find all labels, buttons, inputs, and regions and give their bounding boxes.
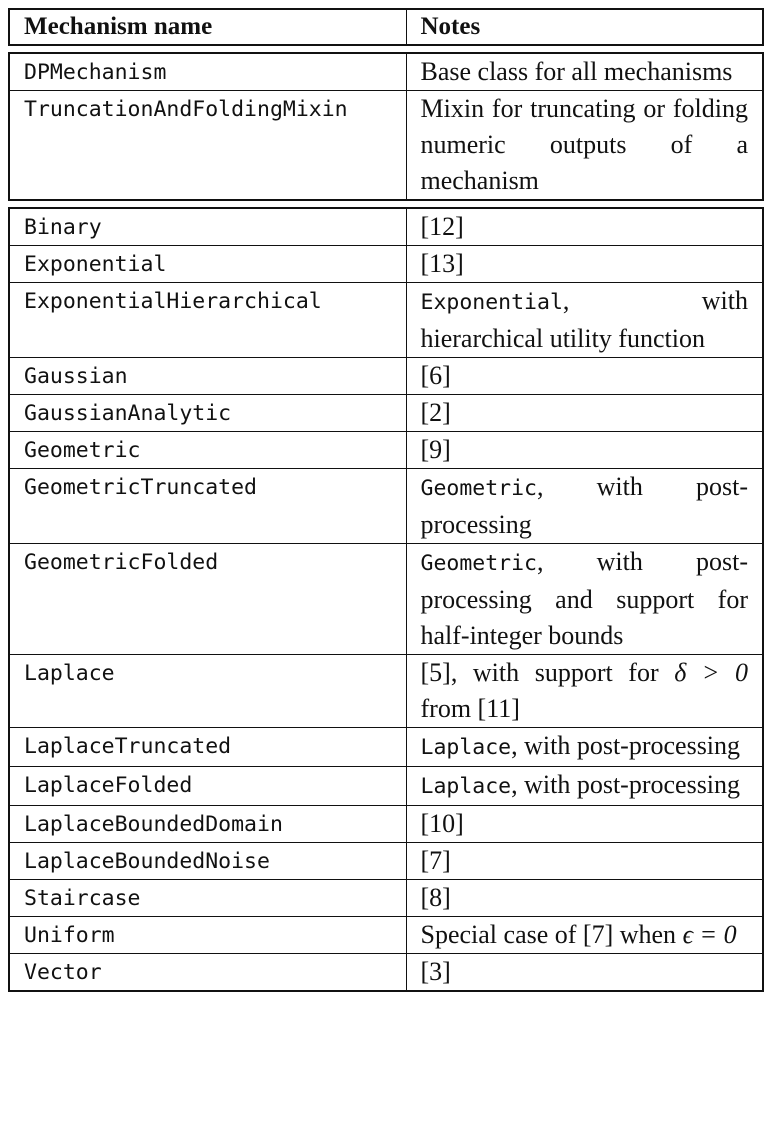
table-row: Laplace[5], with support for δ > 0 from … xyxy=(8,654,764,728)
base-classes-body: DPMechanism Base class for all mechanisms… xyxy=(8,52,764,201)
table-row: Vector [3] xyxy=(8,953,764,992)
note-text: [5], with support for xyxy=(420,658,675,687)
notes-cell: Mixin for truncating or folding numeric … xyxy=(405,90,764,201)
mechanism-name-cell: LaplaceBoundedNoise xyxy=(8,842,407,880)
notes-cell: Laplace, with post-processing xyxy=(405,727,764,767)
notes-cell: Special case of [7] when ϵ = 0 xyxy=(405,916,764,954)
mechanism-name-cell: GeometricTruncated xyxy=(8,468,407,544)
mechanism-name-cell: Laplace xyxy=(8,654,407,728)
table-row: Geometric [9] xyxy=(8,431,764,469)
notes-cell: Geometric, with post-processing and supp… xyxy=(405,543,764,655)
note-math: δ > 0 xyxy=(674,658,749,687)
mechanism-name-cell: GaussianAnalytic xyxy=(8,394,407,432)
mechanisms-body: Binary [12] Exponential [13] ExponentialHier… xyxy=(8,207,764,992)
base-classes-table: DPMechanism Base class for all mechanisms… xyxy=(8,52,764,201)
mechanism-name-cell: Vector xyxy=(8,953,407,992)
notes-cell: [6] xyxy=(405,357,764,395)
notes-cell: [5], with support for δ > 0 from [11] xyxy=(405,654,764,728)
note-text: , with post-processing xyxy=(420,472,749,539)
note-text: Base class for all mechanisms xyxy=(420,57,733,86)
mechanism-name-cell: ExponentialHierarchical xyxy=(8,282,407,358)
note-text: [10] xyxy=(420,809,464,838)
note-text: , with post-processing xyxy=(511,770,741,799)
note-math: ϵ = 0 xyxy=(682,920,737,949)
notes-cell: [2] xyxy=(405,394,764,432)
note-text: , with post-processing xyxy=(511,731,741,760)
note-text: [13] xyxy=(420,249,464,278)
table-row: GaussianAnalytic [2] xyxy=(8,394,764,432)
mechanisms-table-container: Mechanism name Notes DPMechanism Base cla… xyxy=(8,8,764,992)
notes-cell: [12] xyxy=(405,207,764,246)
note-text: [7] xyxy=(420,846,451,875)
mechanism-name-cell: Exponential xyxy=(8,245,407,283)
mechanism-name-cell: Geometric xyxy=(8,431,407,469)
mechanism-name-cell: GeometricFolded xyxy=(8,543,407,655)
notes-cell: [3] xyxy=(405,953,764,992)
mechanism-name-cell: TruncationAndFoldingMixin xyxy=(8,90,407,201)
notes-cell: Laplace, with post-processing xyxy=(405,766,764,806)
note-text: [12] xyxy=(420,212,464,241)
notes-cell: [10] xyxy=(405,805,764,843)
note-text: Special case of [7] when xyxy=(420,920,683,949)
table-row: Gaussian [6] xyxy=(8,357,764,395)
mechanism-name-cell: Uniform xyxy=(8,916,407,954)
table-row: Staircase [8] xyxy=(8,879,764,917)
notes-cell: Geometric, with post-processing xyxy=(405,468,764,544)
mechanism-name-cell: LaplaceFolded xyxy=(8,766,407,806)
note-text: [9] xyxy=(420,435,451,464)
mechanism-name-cell: LaplaceTruncated xyxy=(8,727,407,767)
notes-cell: [13] xyxy=(405,245,764,283)
note-text: , with hierarchical utility function xyxy=(420,286,749,353)
note-text: Mixin for truncating or folding numeric … xyxy=(420,94,749,195)
notes-cell: [7] xyxy=(405,842,764,880)
note-text: [2] xyxy=(420,398,451,427)
notes-cell: [8] xyxy=(405,879,764,917)
table-row: Binary [12] xyxy=(8,207,764,246)
note-code: Exponential xyxy=(420,290,563,315)
notes-cell: [9] xyxy=(405,431,764,469)
table-row: Exponential [13] xyxy=(8,245,764,283)
table-row: LaplaceBoundedNoise [7] xyxy=(8,842,764,880)
note-text: [8] xyxy=(420,883,451,912)
table-row: DPMechanism Base class for all mechanisms xyxy=(8,52,764,91)
header-row: Mechanism name Notes xyxy=(8,8,764,46)
note-code: Laplace xyxy=(420,735,512,760)
table-row: LaplaceBoundedDomain [10] xyxy=(8,805,764,843)
note-code: Geometric xyxy=(420,551,538,576)
header-notes: Notes xyxy=(405,8,764,46)
notes-cell: Exponential, with hierarchical utility f… xyxy=(405,282,764,358)
notes-cell: Base class for all mechanisms xyxy=(405,52,764,91)
mechanisms-table: Binary [12] Exponential [13] ExponentialHier… xyxy=(8,207,764,992)
note-tail: from [11] xyxy=(420,694,520,723)
mechanism-name-cell: Gaussian xyxy=(8,357,407,395)
note-text: [6] xyxy=(420,361,451,390)
note-code: Laplace xyxy=(420,774,512,799)
mechanism-name-cell: LaplaceBoundedDomain xyxy=(8,805,407,843)
note-code: Geometric xyxy=(420,476,538,501)
mechanism-name-cell: Staircase xyxy=(8,879,407,917)
mechanism-name-cell: Binary xyxy=(8,207,407,246)
header-mechanism-name: Mechanism name xyxy=(8,8,407,46)
mechanism-name-cell: DPMechanism xyxy=(8,52,407,91)
note-text: [3] xyxy=(420,957,451,986)
note-text: , with post-processing and support for h… xyxy=(420,547,749,650)
header-table: Mechanism name Notes xyxy=(8,8,764,46)
